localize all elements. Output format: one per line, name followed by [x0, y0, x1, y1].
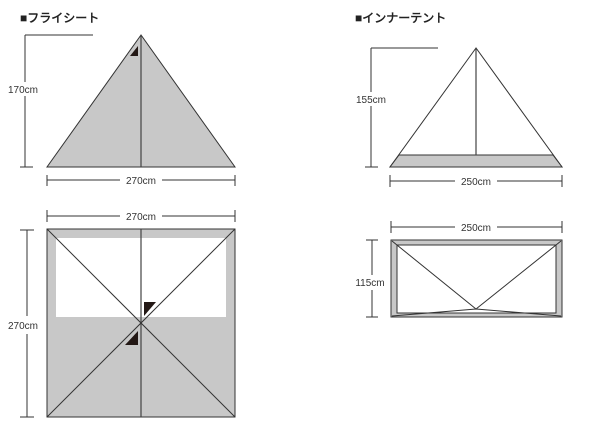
inner-top-depth-label: 115cm	[355, 278, 384, 289]
inner-top-width-label: 250cm	[461, 223, 491, 234]
fly-front-width-label: 270cm	[126, 176, 156, 187]
inner-tent-title: ■インナーテント	[355, 11, 446, 25]
inner-front-height-dimension	[365, 47, 438, 168]
inner-top-floor	[396, 244, 557, 314]
inner-front-floor	[389, 154, 563, 168]
fly-front-height-label: 170cm	[8, 85, 38, 96]
fly-top-depth-label: 270cm	[8, 321, 38, 332]
fly-top-width-dimension	[46, 210, 236, 222]
fly-sheet-top-view: 270cm 270cm	[8, 210, 236, 418]
inner-tent-front-view: 155cm 250cm	[350, 47, 563, 188]
fly-front-height-dimension	[20, 34, 93, 168]
fly-sheet-title: ■フライシート	[20, 11, 99, 25]
inner-tent-top-view: 250cm 115cm	[355, 221, 563, 318]
fly-vent-marker	[130, 46, 138, 56]
fly-vent-marker	[144, 302, 156, 316]
inner-top-depth-dimension	[366, 239, 378, 318]
inner-top-base-lines	[391, 308, 562, 317]
inner-top-width-dimension	[390, 221, 563, 233]
fly-vent-marker	[125, 331, 138, 345]
fly-top-depth-dimension	[20, 229, 34, 418]
fly-front-width-dimension	[46, 175, 236, 186]
inner-front-height-label: 155cm	[356, 95, 386, 106]
fly-sheet-front-view: 170cm 270cm	[1, 34, 236, 187]
inner-front-width-dimension	[389, 175, 563, 187]
fly-top-diagonal	[46, 228, 236, 418]
inner-front-width-label: 250cm	[461, 177, 491, 188]
fly-top-width-label: 270cm	[126, 212, 156, 223]
